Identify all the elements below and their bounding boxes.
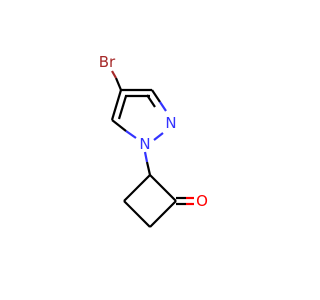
bond-c5-c4-inner — [117, 95, 128, 120]
bond-n1-c5-c — [111, 119, 127, 132]
pyrazole-ring — [110, 88, 167, 141]
carbonyl — [176, 196, 194, 206]
bond-n2-n1 — [153, 132, 164, 141]
cyclobutanone-ring — [123, 174, 177, 228]
atom-label-o: O — [196, 192, 208, 210]
bond-n1-c5 — [125, 130, 137, 139]
bond-c4-br — [114, 77, 123, 91]
atom-label-n1: N — [139, 135, 150, 153]
bond-c3-n2 — [151, 89, 161, 103]
atom-label-br: Br — [99, 53, 116, 71]
bond-c3-n2-n — [159, 101, 167, 112]
bond-c4-br-br — [111, 70, 117, 79]
molecule-structure: Br N N O — [99, 53, 208, 228]
bond-cb-cc — [149, 200, 177, 228]
bond-cd-ca — [123, 174, 151, 202]
atom-label-n2: N — [165, 114, 176, 132]
bond-c3-n2-inner — [146, 94, 156, 108]
bond-n1-cb — [143, 151, 149, 163]
bond-c4-c5 — [110, 89, 123, 121]
bond-n1-cb-c — [145, 161, 152, 176]
bond-ca-cb — [149, 174, 177, 202]
bond-cc-cd — [123, 200, 151, 228]
